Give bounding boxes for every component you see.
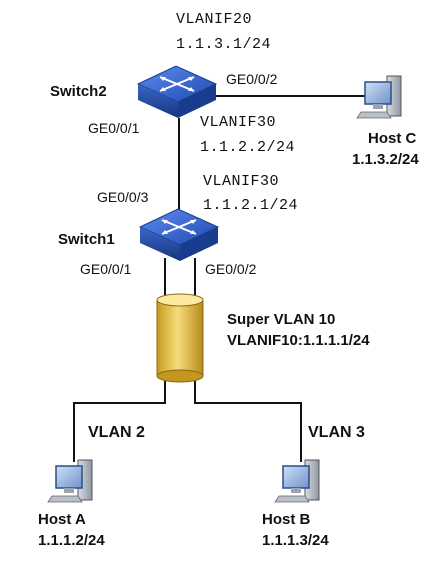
host-b-ip: 1.1.1.3/24 bbox=[262, 532, 329, 549]
switch2-port-ge002: GE0/0/2 bbox=[226, 71, 278, 87]
host-b-computer-icon[interactable] bbox=[274, 459, 320, 503]
vlan3-label: VLAN 3 bbox=[308, 424, 365, 441]
host-a-name: Host A bbox=[38, 511, 86, 528]
host-b-name: Host B bbox=[262, 511, 311, 528]
host-a-ip: 1.1.1.2/24 bbox=[38, 532, 105, 549]
switch2-name: Switch2 bbox=[50, 83, 107, 100]
link-vlan2-hosta bbox=[73, 378, 166, 462]
switch1-vlanif30-label: VLANIF30 bbox=[203, 173, 280, 190]
switch1-icon[interactable] bbox=[138, 208, 220, 261]
super-vlan-title: Super VLAN 10 bbox=[227, 311, 336, 328]
switch1-port-ge001: GE0/0/1 bbox=[80, 261, 132, 277]
host-c-name: Host C bbox=[368, 130, 417, 147]
switch2-vlanif30-ip: 1.1.2.2/24 bbox=[200, 139, 296, 156]
switch1-port-ge002: GE0/0/2 bbox=[205, 261, 257, 277]
switch2-vlanif20-ip: 1.1.3.1/24 bbox=[176, 36, 272, 53]
vlan2-label: VLAN 2 bbox=[88, 424, 145, 441]
switch1-name: Switch1 bbox=[58, 231, 115, 248]
switch2-vlanif30-label: VLANIF30 bbox=[200, 114, 277, 131]
host-a-computer-icon[interactable] bbox=[47, 459, 93, 503]
switch2-port-ge001: GE0/0/1 bbox=[88, 120, 140, 136]
switch2-vlanif20-label: VLANIF20 bbox=[176, 11, 253, 28]
links bbox=[73, 95, 372, 462]
link-vlan3-hostb bbox=[194, 378, 302, 462]
host-c-ip: 1.1.3.2/24 bbox=[352, 151, 419, 168]
switch2-icon[interactable] bbox=[136, 65, 218, 118]
super-vlan-cylinder-icon bbox=[156, 293, 204, 383]
switch1-port-ge003: GE0/0/3 bbox=[97, 189, 149, 205]
host-c-computer-icon[interactable] bbox=[356, 75, 402, 119]
super-vlan-vlanif: VLANIF10:1.1.1.1/24 bbox=[227, 332, 370, 349]
switch1-vlanif30-ip: 1.1.2.1/24 bbox=[203, 197, 299, 214]
